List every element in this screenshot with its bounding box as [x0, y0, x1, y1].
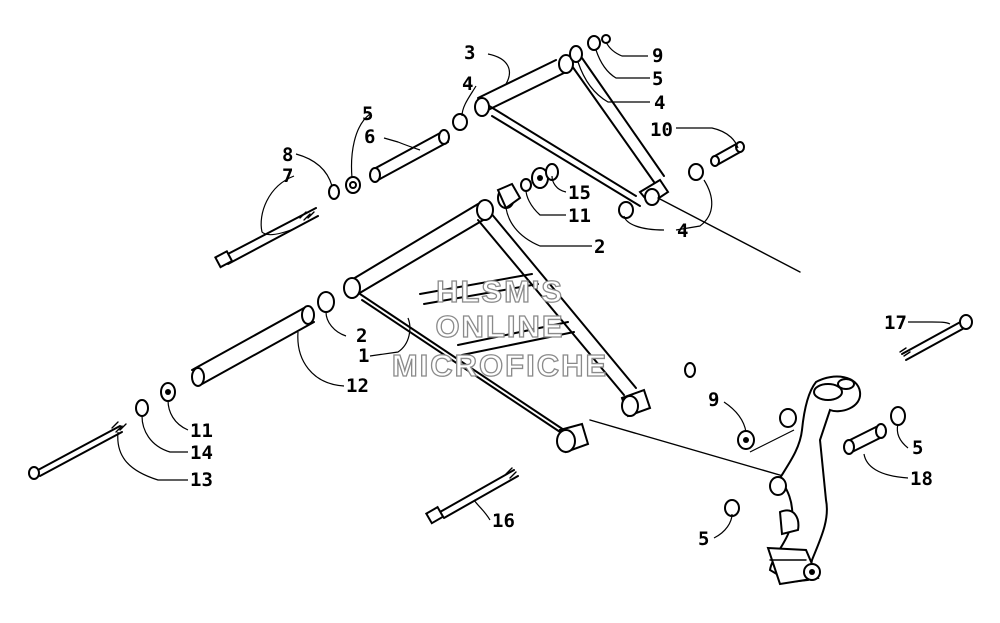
leader-lines [117, 41, 951, 539]
callout-4-lower: 4 [677, 220, 688, 242]
callout-5-top: 5 [652, 68, 663, 90]
callout-2-lower: 2 [356, 325, 367, 347]
callout-6: 6 [364, 126, 375, 148]
callout-18: 18 [910, 468, 933, 490]
callout-9-top: 9 [652, 45, 663, 67]
callout-14: 14 [190, 442, 213, 464]
callout-5-bottom: 5 [698, 528, 709, 550]
watermark-line-1: HLSM'S [436, 274, 564, 309]
upper-a-arm [474, 54, 670, 207]
callout-1: 1 [358, 345, 369, 367]
callout-17: 17 [884, 312, 907, 334]
callout-10: 10 [650, 119, 673, 141]
callout-4-upper-right: 4 [654, 92, 665, 114]
watermark-line-2: ONLINE [435, 309, 564, 344]
watermark: HLSM'S ONLINE MICROFICHE [391, 273, 608, 383]
callout-4-top: 4 [462, 73, 473, 95]
upper-left-hardware [214, 129, 450, 269]
spindle [766, 375, 862, 586]
callout-11-upper: 11 [568, 205, 591, 227]
callout-9-right: 9 [708, 389, 719, 411]
callout-7: 7 [282, 165, 293, 187]
callout-5-right: 5 [912, 437, 923, 459]
callout-5-left: 5 [362, 103, 373, 125]
callout-3: 3 [464, 42, 475, 64]
bolt-16 [424, 467, 519, 525]
callout-8: 8 [282, 144, 293, 166]
callout-13: 13 [190, 469, 213, 491]
callout-11-lower: 11 [190, 420, 213, 442]
callout-15: 15 [568, 182, 591, 204]
lower-a-arm [343, 199, 791, 479]
callout-12: 12 [346, 375, 369, 397]
upper-arm-hardware [452, 34, 801, 273]
callout-16: 16 [492, 510, 515, 532]
callout-2-upper: 2 [594, 236, 605, 258]
lower-left-hardware [28, 305, 315, 480]
watermark-line-3: MICROFICHE [392, 348, 608, 383]
callout-labels: 3 4 9 5 4 10 5 6 8 7 15 11 2 4 2 1 12 17… [190, 42, 933, 550]
spindle-hardware [684, 314, 973, 517]
